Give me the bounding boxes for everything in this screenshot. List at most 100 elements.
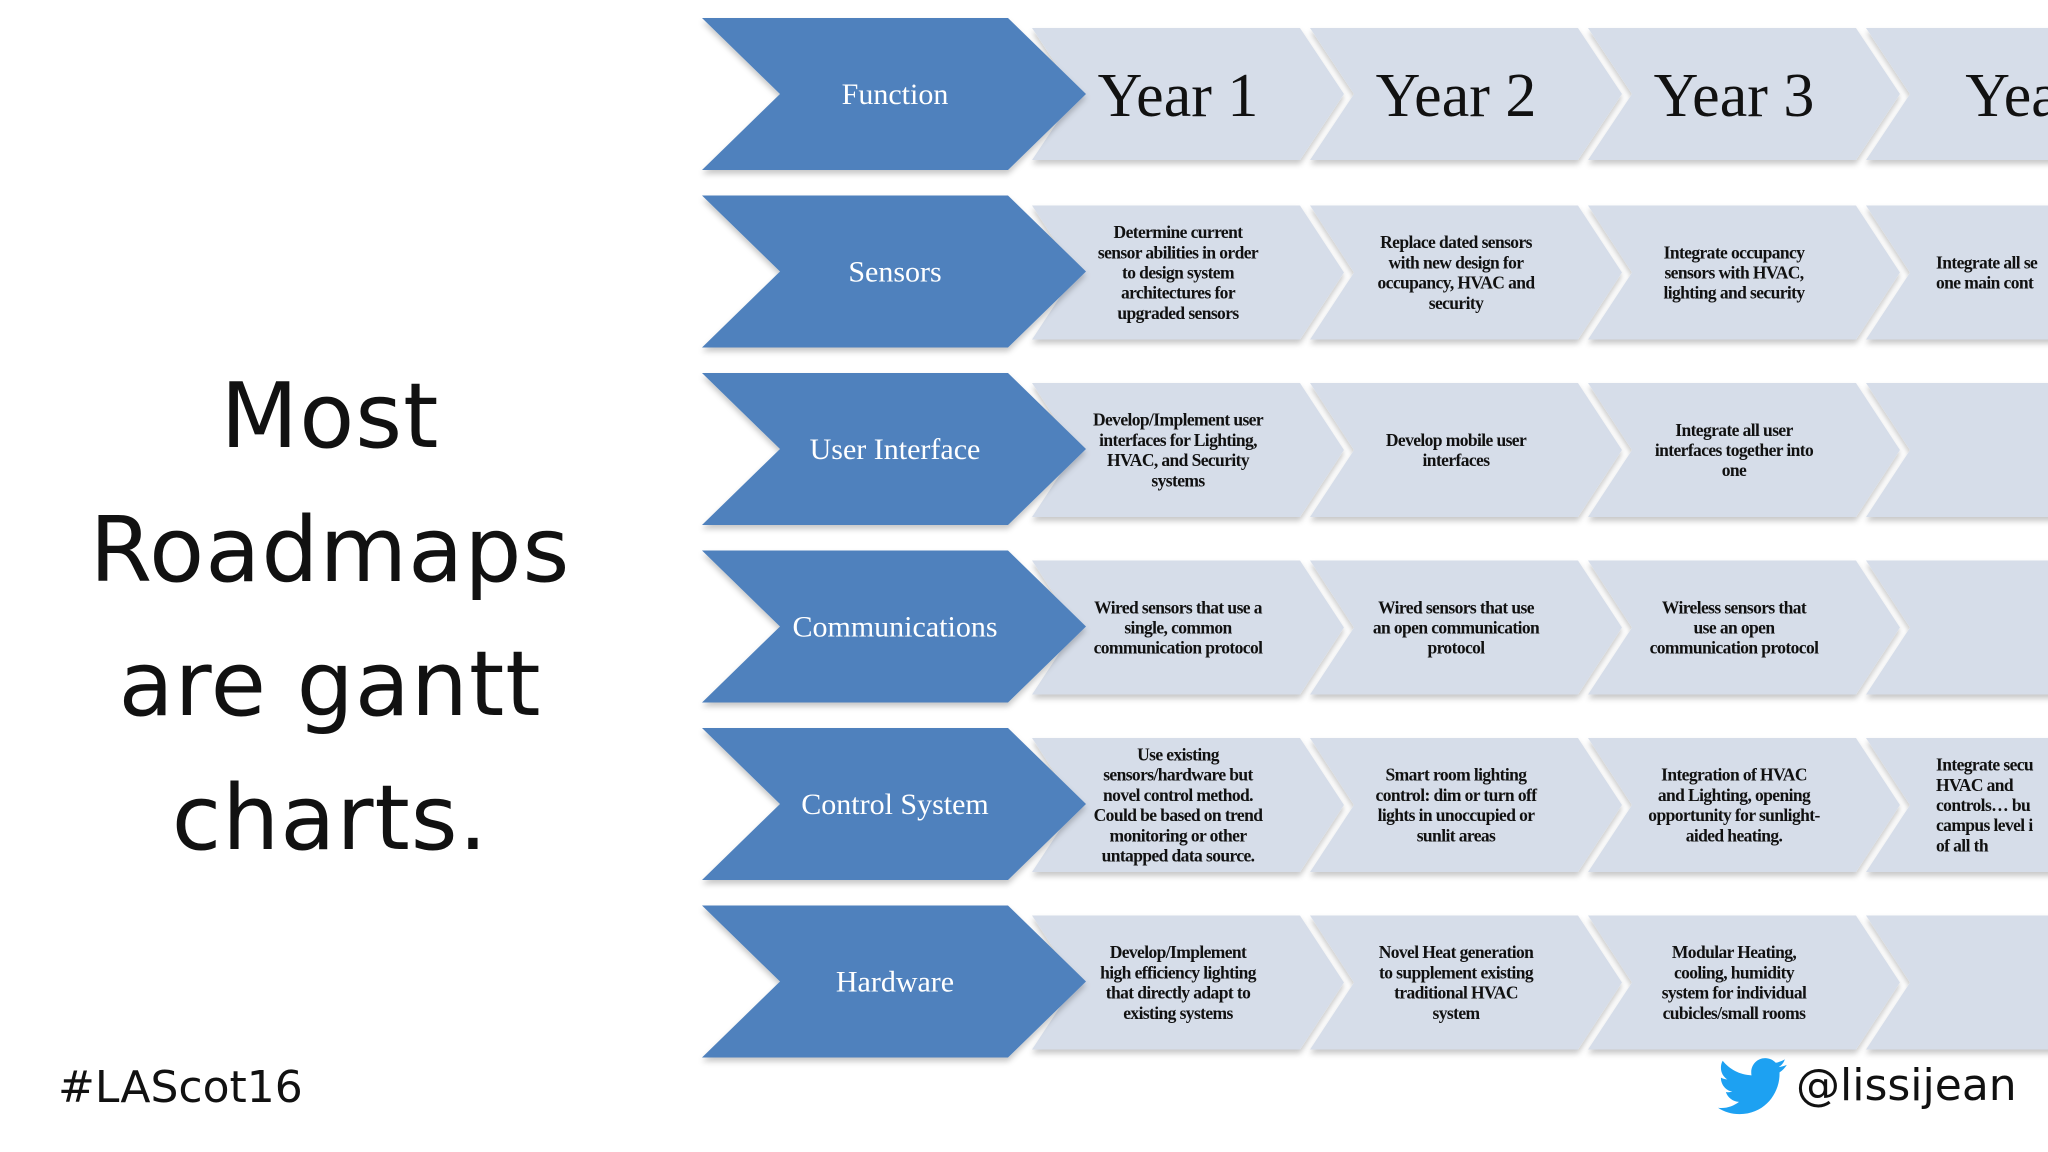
- slide-title-line: Most: [220, 364, 440, 469]
- row-label-arrow: Communications: [702, 550, 1086, 703]
- cell-text-line: untapped data source.: [1102, 846, 1255, 866]
- year-header-3: Year 3: [1588, 28, 1900, 160]
- cell-text-line: Integration of HVAC: [1661, 765, 1807, 785]
- row-label-arrow-label: Control System: [801, 788, 989, 821]
- twitter-handle: @lissijean: [1796, 1060, 2017, 1111]
- cell-text-line: one: [1722, 460, 1747, 480]
- cell-text-line: aided heating.: [1686, 825, 1783, 845]
- year-header-2: Year 2: [1310, 28, 1622, 160]
- row-label-arrow-label: Hardware: [836, 966, 954, 999]
- cell-text-line: with new design for: [1389, 252, 1525, 272]
- cell-text-line: opportunity for sunlight-: [1648, 805, 1820, 825]
- cell-text-line: Modular Heating,: [1672, 942, 1796, 962]
- row-label-arrow: Control System: [702, 728, 1086, 880]
- roadmap-cell-shape: [1310, 738, 1622, 872]
- twitter-bird-icon: [1718, 1058, 1787, 1115]
- cell-text-line: Determine current: [1114, 222, 1244, 242]
- cell-text-line: security: [1429, 293, 1484, 313]
- cell-text-line: interfaces for Lighting,: [1099, 430, 1257, 450]
- cell-text-line: systems: [1151, 470, 1205, 490]
- year-header-3-shape: [1588, 28, 1900, 160]
- cell-text-line: sensors with HVAC,: [1664, 263, 1803, 283]
- roadmap-cell-shape: [1588, 383, 1900, 517]
- cell-text-line: traditional HVAC: [1394, 983, 1518, 1003]
- roadmap-cell-shape: [1032, 205, 1344, 340]
- cell-text-line: to supplement existing: [1379, 962, 1534, 982]
- roadmap-cell-shape: [1588, 205, 1900, 340]
- cell-text-line: HVAC and: [1936, 775, 2014, 795]
- roadmap-cell: [1866, 383, 2048, 517]
- cell-text-line: Integrate secu: [1936, 755, 2034, 775]
- cell-text-line: sensors/hardware but: [1103, 765, 1253, 785]
- roadmap-cell-shape: [1032, 915, 1344, 1050]
- year-label: Yea: [1965, 62, 2048, 130]
- row-label-arrow-shape: [702, 195, 1086, 348]
- cell-text-line: occupancy, HVAC and: [1378, 273, 1536, 293]
- roadmap-cell: [1866, 560, 2048, 695]
- row-label-arrow-shape: [702, 905, 1086, 1058]
- year-header-4: Yea: [1866, 28, 2048, 160]
- cell-text-line: architectures for: [1121, 283, 1236, 303]
- cell-text-line: cubicles/small rooms: [1663, 1003, 1807, 1023]
- hashtag-label: #LAScot16: [58, 1062, 303, 1113]
- cell-text-line: and Lighting, opening: [1658, 785, 1811, 805]
- cell-text-line: to design system: [1122, 263, 1235, 283]
- row-label-arrow: User Interface: [702, 373, 1086, 525]
- roadmap-cell: Modular Heating,cooling, humiditysystem …: [1588, 915, 1900, 1050]
- roadmap-cell-shape: [1866, 560, 2048, 695]
- cell-text-line: Integrate all user: [1675, 420, 1793, 440]
- cell-text-line: protocol: [1427, 638, 1485, 658]
- year-header-1: Year 1: [1032, 28, 1344, 160]
- slide-title-line: are gantt: [118, 632, 542, 737]
- roadmap-cell-shape: [1588, 738, 1900, 872]
- cell-text-line: novel control method.: [1103, 785, 1253, 805]
- row-label-arrow: Hardware: [702, 905, 1086, 1058]
- roadmap-cell-shape: [1866, 205, 2048, 340]
- cell-text-line: single, common: [1124, 618, 1232, 638]
- row-label-arrow-label: Communications: [793, 611, 998, 644]
- roadmap-cell-shape: [1588, 560, 1900, 695]
- cell-text-line: Integrate all se: [1936, 252, 2038, 272]
- cell-text-line: Develop mobile user: [1386, 430, 1527, 450]
- cell-text-line: communication protocol: [1094, 638, 1263, 658]
- cell-text-line: Wired sensors that use a: [1094, 597, 1263, 617]
- row-label-arrow-label: Sensors: [848, 256, 941, 289]
- cell-text-line: interfaces: [1423, 450, 1491, 470]
- cell-text-line: Wireless sensors that: [1662, 597, 1807, 617]
- year-label: Year 3: [1654, 62, 1815, 130]
- row-label-arrow-label: User Interface: [810, 433, 981, 466]
- cell-text-line: Develop/Implement: [1110, 942, 1247, 962]
- roadmap-cell-shape: [1310, 205, 1622, 340]
- cell-text-line: upgraded sensors: [1117, 303, 1239, 323]
- cell-text-line: cooling, humidity: [1674, 962, 1795, 982]
- cell-text-line: existing systems: [1123, 1003, 1233, 1023]
- cell-text-line: sensor abilities in order: [1098, 242, 1259, 262]
- cell-text-line: Develop/Implement user: [1093, 410, 1264, 430]
- roadmap-cell-shape: [1032, 738, 1344, 872]
- roadmap-cell-shape: [1032, 560, 1344, 695]
- cell-text-line: sunlit areas: [1417, 825, 1496, 845]
- cell-text-line: of all th: [1936, 835, 1989, 855]
- year-label: Year 1: [1098, 62, 1259, 130]
- row-label-arrow: Sensors: [702, 195, 1086, 348]
- cell-text-line: interfaces together into: [1655, 440, 1814, 460]
- year-label: Year 2: [1376, 62, 1537, 130]
- roadmap-cell-shape: [1310, 560, 1622, 695]
- cell-text-line: Could be based on trend: [1094, 805, 1264, 825]
- roadmap-cell-shape: [1588, 915, 1900, 1050]
- row-label-arrow-shape: [702, 373, 1086, 525]
- cell-text-line: controls… bu: [1936, 795, 2031, 815]
- cell-text-line: high efficiency lighting: [1100, 962, 1257, 982]
- row-label-arrow-shape: [702, 550, 1086, 703]
- roadmap-cell: [1866, 915, 2048, 1050]
- row-label-arrow-shape: [702, 728, 1086, 880]
